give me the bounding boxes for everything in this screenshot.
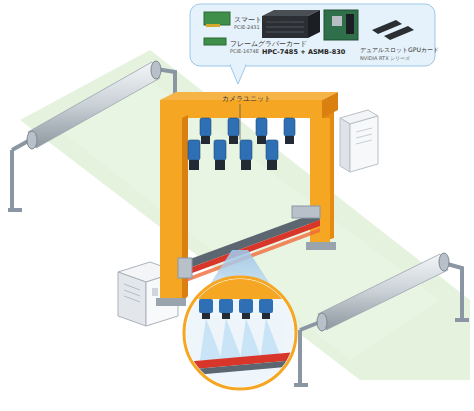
camera-unit [188, 118, 295, 170]
product-name: フレームグラバーカード [230, 41, 307, 48]
server-cabinet [340, 110, 378, 172]
product-name: スマートNICカード [234, 17, 294, 24]
product-name: HPC-7485 + ASMB-830 [262, 49, 345, 56]
model-number: NVIDIA RTX シリーズ [360, 56, 410, 61]
right-roller [294, 253, 469, 385]
model-number: デュアルスロットGPUカード [360, 47, 439, 53]
model-number: PCIE-1674E [230, 49, 259, 54]
server-icon [262, 10, 320, 38]
model-number: PCIE-2431 [234, 25, 260, 30]
left-roller [8, 61, 182, 210]
magnifier-lens [184, 277, 296, 389]
motherboard-icon [324, 10, 358, 40]
material-web [20, 50, 470, 380]
leader-line [240, 104, 241, 140]
frame-grabber-icon [204, 38, 226, 45]
callout-bubble [190, 4, 435, 84]
gpu-card-icon [372, 20, 414, 40]
nic-card-icon [204, 12, 230, 27]
part-label: カメラユニット [222, 96, 271, 103]
callout-box: スマートNICカードPCIE-2431 フレームグラバーカードPCIE-1674E… [190, 4, 435, 66]
material-web-highlight [60, 80, 440, 360]
